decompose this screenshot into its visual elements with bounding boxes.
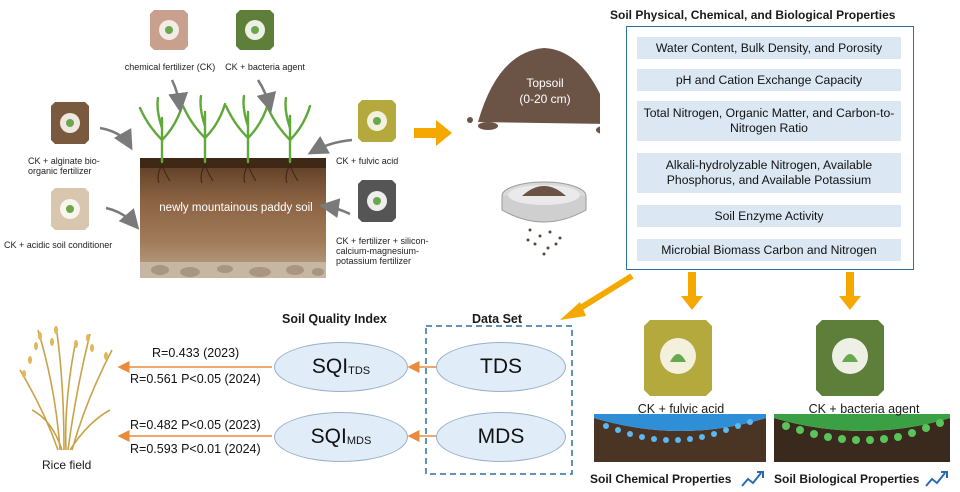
label-alginate: CK + alginate bio-organic fertilizer bbox=[28, 156, 100, 176]
r-mds-2024: R=0.593 P<0.01 (2024) bbox=[130, 442, 261, 456]
property-item: Water Content, Bulk Density, and Porosit… bbox=[637, 37, 901, 59]
topsoil-depth: (0-20 cm) bbox=[519, 92, 571, 106]
result-fulvic-bag-icon bbox=[644, 320, 712, 396]
properties-box: Water Content, Bulk Density, and Porosit… bbox=[626, 26, 914, 270]
topsoil-label: Topsoil bbox=[526, 76, 564, 90]
r-tds-2024: R=0.561 P<0.05 (2024) bbox=[130, 372, 261, 386]
r-mds-2023: R=0.482 P<0.05 (2023) bbox=[130, 418, 261, 432]
sieve-icon bbox=[501, 181, 587, 256]
rice-seedlings bbox=[138, 94, 312, 164]
topsoil-heap-icon bbox=[478, 48, 600, 124]
result-bacteria-bag-icon bbox=[816, 320, 884, 396]
sqi-tds-sub: TDS bbox=[348, 365, 371, 377]
bag-ck-icon bbox=[150, 10, 188, 50]
property-item: Alkali-hydrolyzable Nitrogen, Available … bbox=[637, 153, 901, 193]
biological-props-label: Soil Biological Properties bbox=[774, 472, 920, 486]
property-item: Total Nitrogen, Organic Matter, and Carb… bbox=[637, 101, 901, 141]
label-fulvic: CK + fulvic acid bbox=[336, 156, 399, 166]
arrow-to-topsoil bbox=[414, 120, 452, 146]
sqi-title: Soil Quality Index bbox=[282, 312, 387, 326]
rice-plant-icon bbox=[19, 325, 113, 451]
result-fulvic-label: CK + fulvic acid bbox=[637, 402, 725, 416]
dataset-title: Data Set bbox=[472, 312, 523, 326]
result-bacteria-label: CK + bacteria agent bbox=[808, 402, 920, 416]
sqi-mds-sub: MDS bbox=[346, 435, 372, 447]
tds-ellipse: TDS bbox=[436, 342, 566, 392]
bag-bacteria-icon bbox=[236, 10, 274, 50]
dataset-box bbox=[425, 325, 573, 475]
trend-up-icon bbox=[741, 472, 762, 487]
sqi-tds-main: SQI bbox=[311, 355, 349, 378]
rice-field-label: Rice field bbox=[42, 458, 92, 472]
label-silicon: CK + fertilizer + silicon-calcium-magnes… bbox=[336, 236, 429, 266]
soil-diagram bbox=[51, 10, 600, 278]
bag-silicon-icon bbox=[358, 180, 396, 222]
bag-acidic-icon bbox=[51, 188, 89, 230]
mds-ellipse: MDS bbox=[436, 412, 566, 462]
property-item: pH and Cation Exchange Capacity bbox=[637, 69, 901, 91]
sqi-mds-main: SQI bbox=[310, 425, 347, 448]
label-bacteria: CK + bacteria agent bbox=[225, 62, 305, 72]
r-tds-2023: R=0.433 (2023) bbox=[152, 346, 240, 360]
label-acidic: CK + acidic soil conditioner bbox=[4, 240, 113, 250]
property-item: Microbial Biomass Carbon and Nitrogen bbox=[637, 239, 901, 261]
trend-up-icon bbox=[925, 472, 946, 487]
soil-block bbox=[140, 158, 326, 278]
chemical-props-label: Soil Chemical Properties bbox=[590, 472, 732, 486]
bag-alginate-icon bbox=[51, 102, 89, 144]
label-ck: chemical fertilizer (CK) bbox=[124, 62, 216, 72]
property-item: Soil Enzyme Activity bbox=[637, 205, 901, 227]
soil-label: newly mountainous paddy soil bbox=[159, 202, 313, 214]
properties-title: Soil Physical, Chemical, and Biological … bbox=[610, 8, 896, 22]
biological-soil-strip bbox=[774, 414, 950, 462]
bag-fulvic-icon bbox=[358, 100, 396, 142]
